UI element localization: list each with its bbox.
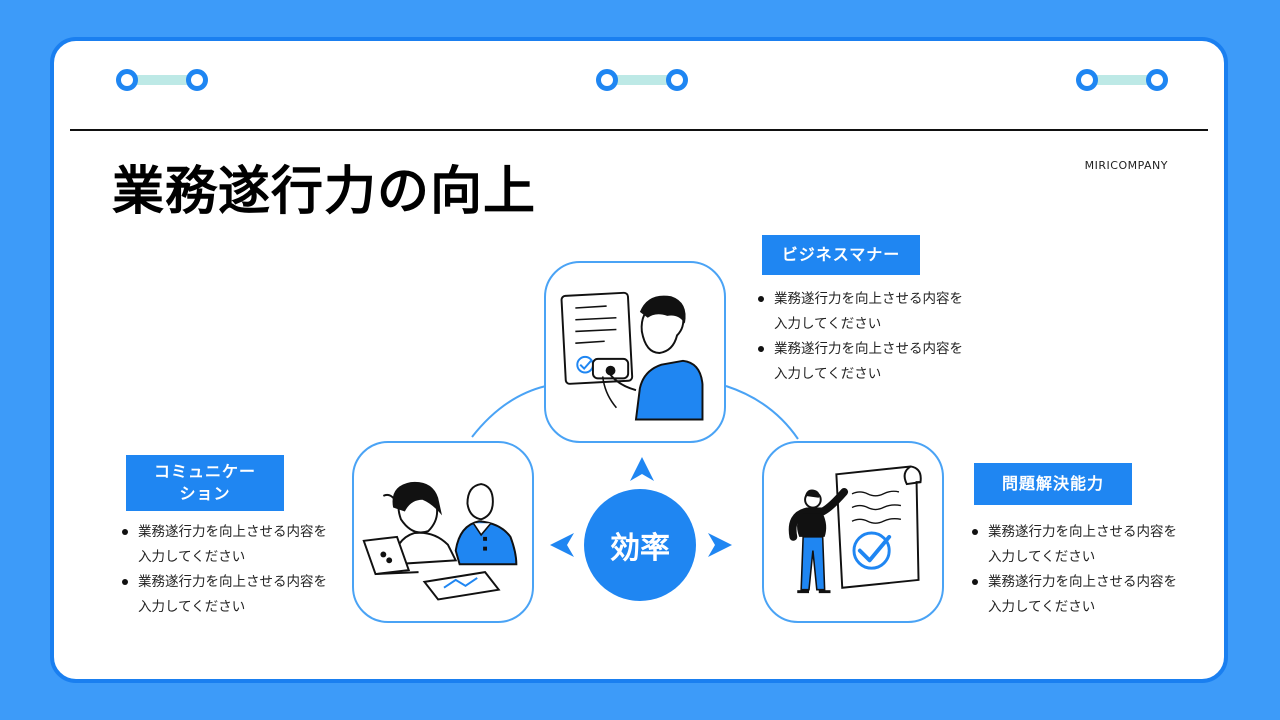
bullets-problem-solving: 業務遂行力を向上させる内容を入力してください 業務遂行力を向上させる内容を入力し… [970, 520, 1190, 620]
center-label: 効率 [610, 531, 670, 566]
binder-ring-icon [596, 69, 688, 91]
list-item: 業務遂行力を向上させる内容を入力してください [120, 570, 340, 620]
list-item: 業務遂行力を向上させる内容を入力してください [970, 570, 1190, 620]
tile-business-manner [544, 261, 726, 443]
list-item: 業務遂行力を向上させる内容を入力してください [970, 520, 1190, 570]
label-problem-solving: 問題解決能力 [974, 463, 1132, 505]
label-business-manner: ビジネスマナー [762, 235, 920, 275]
two-people-laptop-icon [362, 481, 518, 601]
slide-title: 業務遂行力の向上 [112, 162, 537, 222]
bullets-communication: 業務遂行力を向上させる内容を入力してください 業務遂行力を向上させる内容を入力し… [120, 520, 340, 620]
header-divider [70, 129, 1208, 131]
slide-card: 業務遂行力の向上 MIRICOMPANY [50, 37, 1228, 683]
arrow-left-icon [550, 533, 574, 557]
center-efficiency-circle: 効率 [584, 489, 696, 601]
tile-communication [352, 441, 534, 623]
label-communication: コミュニケーション [126, 455, 284, 511]
company-name: MIRICOMPANY [1084, 159, 1168, 172]
binder-ring-icon [1076, 69, 1168, 91]
checklist-presentation-icon [788, 465, 922, 594]
arrow-right-icon [708, 533, 732, 557]
list-item: 業務遂行力を向上させる内容を入力してください [756, 287, 976, 337]
list-item: 業務遂行力を向上させる内容を入力してください [756, 337, 976, 387]
tile-problem-solving [762, 441, 944, 623]
bullets-business-manner: 業務遂行力を向上させる内容を入力してください 業務遂行力を向上させる内容を入力し… [756, 287, 976, 387]
binder-ring-icon [116, 69, 208, 91]
signing-document-icon [560, 291, 704, 421]
arrow-up-icon [630, 457, 654, 481]
list-item: 業務遂行力を向上させる内容を入力してください [120, 520, 340, 570]
